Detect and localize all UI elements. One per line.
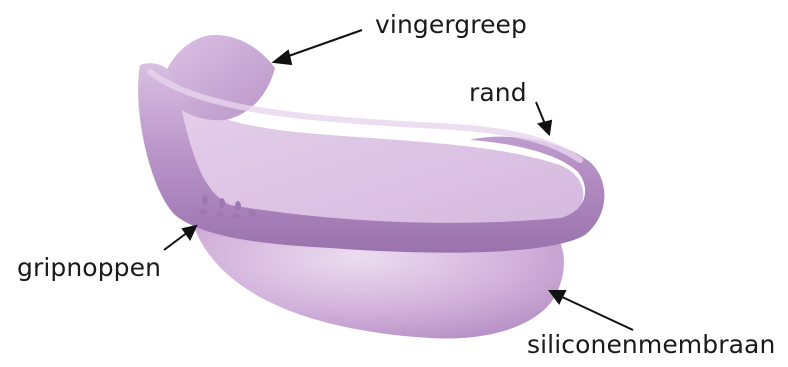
label-rim: rand (469, 78, 527, 108)
label-finger-grip: vingergreep (375, 10, 527, 40)
arrow-finger-grip (283, 30, 362, 58)
arrowhead-finger-grip (274, 51, 291, 64)
arrowhead-grip-nubs (183, 226, 196, 239)
arrowhead-rim (539, 121, 551, 134)
arrow-grip-nubs (164, 232, 188, 250)
label-silicone-membrane: siliconenmembraan (527, 330, 775, 360)
label-grip-nubs: gripnoppen (17, 253, 161, 283)
arrow-rim (536, 102, 545, 124)
arrow-membrane (560, 296, 633, 330)
